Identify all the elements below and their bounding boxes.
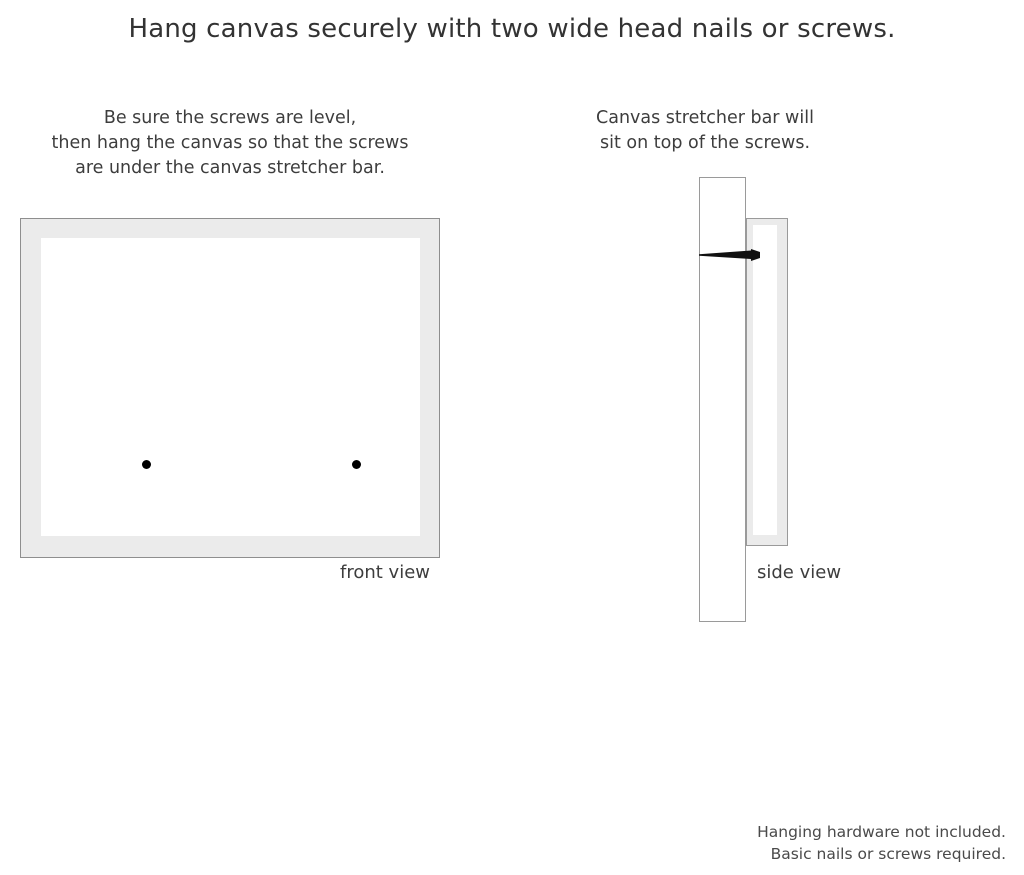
side-view-caption: Canvas stretcher bar will sit on top of … [590, 106, 820, 156]
footer-note-line-2: Basic nails or screws required. [770, 845, 1006, 863]
front-view-caption-line-1: Be sure the screws are level, [103, 108, 357, 128]
footer-note: Hanging hardware not included. Basic nai… [757, 821, 1006, 865]
front-view-left-screw-icon [142, 460, 151, 469]
front-view-right-screw-icon [352, 460, 361, 469]
page-title: Hang canvas securely with two wide head … [128, 14, 896, 44]
side-view-caption-line-1: Canvas stretcher bar will [596, 108, 814, 128]
side-view-caption-line-2: sit on top of the screws. [599, 133, 811, 153]
front-view-label: front view [340, 562, 430, 583]
side-view-screw-icon [699, 243, 763, 267]
front-view-canvas-face [41, 238, 420, 536]
front-view-caption: Be sure the screws are level, then hang … [20, 106, 440, 181]
footer-note-line-1: Hanging hardware not included. [757, 823, 1006, 841]
side-view-stretcher-bar [746, 218, 788, 546]
side-view-canvas-face [753, 225, 777, 535]
side-view-label: side view [757, 562, 842, 583]
front-view-caption-line-3: are under the canvas stretcher bar. [75, 158, 385, 178]
front-view-caption-line-2: then hang the canvas so that the screws [51, 133, 409, 153]
front-view-canvas-frame [20, 218, 440, 558]
side-view-wall [699, 177, 746, 622]
